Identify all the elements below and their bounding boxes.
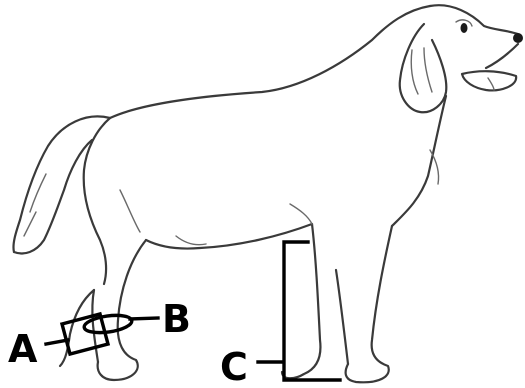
measure-b-leader [130, 318, 158, 319]
measure-b: B [83, 297, 191, 341]
label-c: C [220, 345, 248, 388]
nose-icon [513, 33, 523, 43]
label-a: A [8, 327, 38, 371]
eye-icon [461, 23, 468, 33]
measure-c-bracket [284, 242, 340, 380]
measure-c: C [220, 242, 340, 388]
dog-outline-icon [13, 5, 523, 382]
measure-a-leader [46, 340, 68, 344]
label-b: B [162, 297, 191, 341]
